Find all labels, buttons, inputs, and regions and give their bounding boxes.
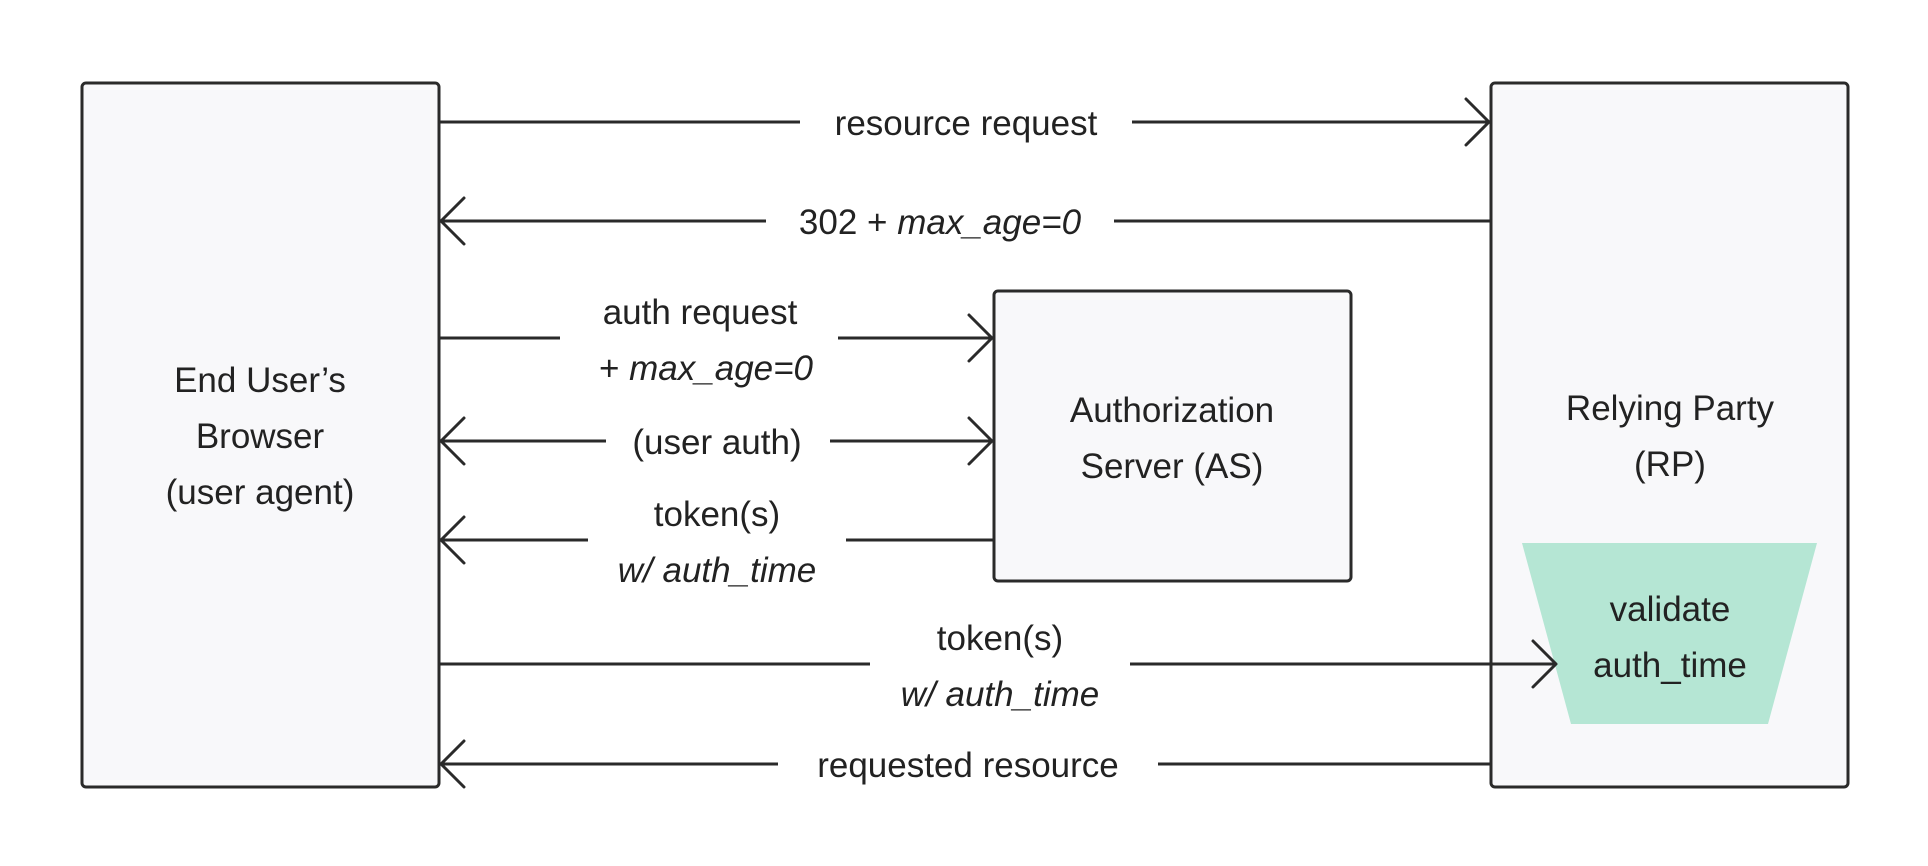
requested-resource-label: requested resource — [817, 746, 1119, 785]
validate-step-shape — [1522, 543, 1817, 724]
auth-request-arrow — [439, 313, 994, 363]
tokens-from-as-label-line1: token(s) — [654, 495, 780, 534]
as-label-line2: Server (AS) — [1081, 447, 1264, 486]
as-box — [992, 289, 1353, 583]
resource-request-label: resource request — [835, 104, 1098, 143]
redirect-label-prefix: 302 + — [799, 203, 897, 242]
resource-request-arrow — [439, 97, 1491, 147]
browser-label-line3: (user agent) — [166, 473, 355, 512]
tokens-to-rp-arrow — [439, 639, 1558, 689]
tokens-from-as-arrow — [439, 515, 994, 565]
auth-request-label-line2: + max_age=0 — [599, 349, 814, 388]
browser-label-line2: Browser — [196, 417, 325, 456]
tokens-from-as-label-line2: w/ auth_time — [618, 551, 816, 590]
requested-resource-arrow — [439, 739, 1491, 789]
rp-label-line1: Relying Party — [1566, 389, 1775, 428]
validate-label-line2: auth_time — [1593, 646, 1747, 685]
redirect-arrow — [439, 196, 1491, 246]
rp-label-line2: (RP) — [1634, 445, 1706, 484]
browser-box — [80, 81, 441, 789]
validate-label-line1: validate — [1610, 590, 1731, 629]
user-auth-arrow — [439, 416, 994, 466]
auth-request-label-param: max_age=0 — [629, 349, 813, 388]
tokens-to-rp-label-line2: w/ auth_time — [901, 675, 1099, 714]
redirect-label: 302 + max_age=0 — [799, 203, 1082, 242]
browser-label-line1: End User’s — [174, 361, 346, 400]
tokens-to-rp-label-line1: token(s) — [937, 619, 1063, 658]
user-auth-label: (user auth) — [632, 423, 801, 462]
auth-request-label-line1: auth request — [603, 293, 798, 332]
as-label-line1: Authorization — [1070, 391, 1274, 430]
redirect-label-param: max_age=0 — [897, 203, 1081, 242]
auth-request-label-prefix: + — [599, 349, 629, 388]
